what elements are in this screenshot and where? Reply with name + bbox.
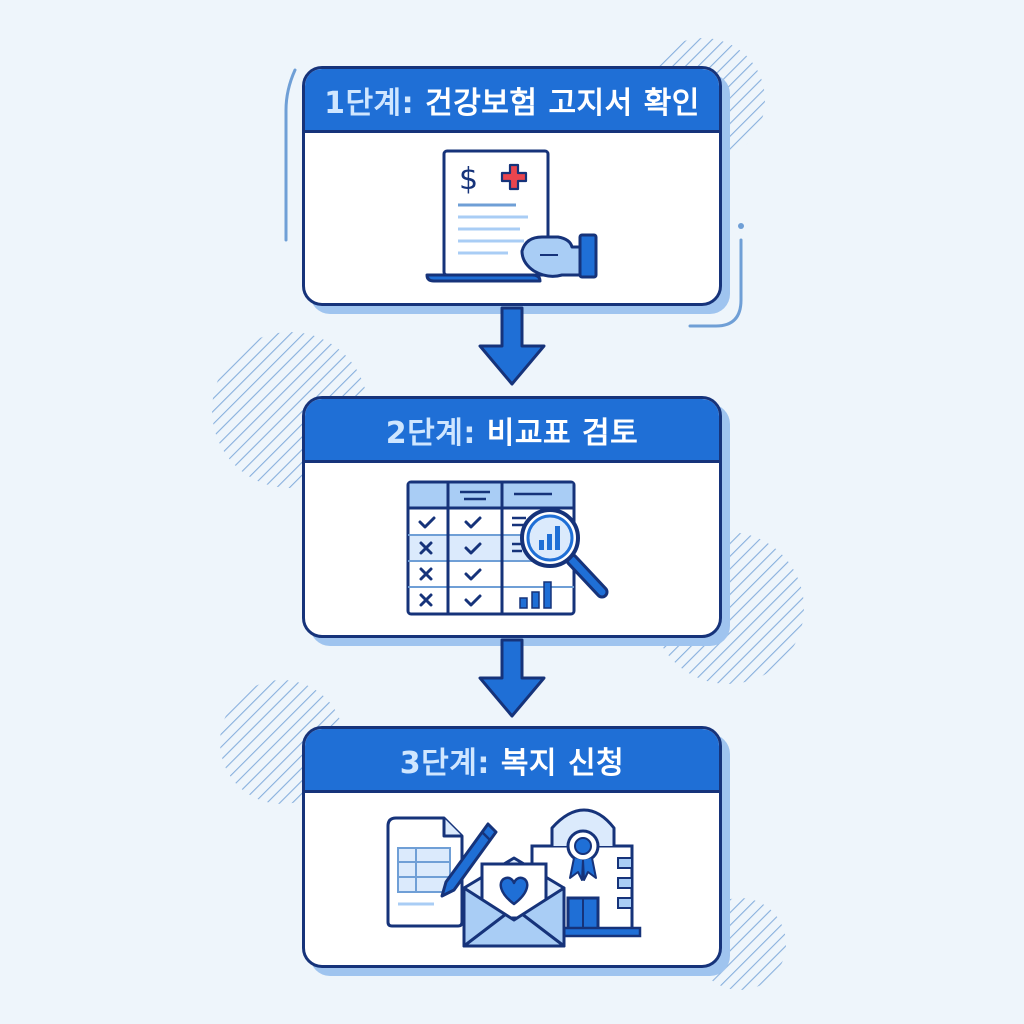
step-3-body — [305, 793, 719, 965]
decorative-dot — [738, 223, 744, 229]
step-2-header: 2단계: 비교표 검토 — [305, 399, 719, 463]
step-3-header: 3단계: 복지 신청 — [305, 729, 719, 793]
step-1-card: 1단계: 건강보험 고지서 확인 $ — [302, 66, 722, 306]
step-1-number: 1단계: — [324, 85, 415, 121]
step-2-number: 2단계: — [385, 415, 476, 451]
step-2-title: 비교표 검토 — [486, 415, 639, 451]
bill-with-hand-icon: $ — [425, 149, 598, 283]
step-1-body: $ — [305, 133, 719, 303]
arrow-down-icon-1 — [478, 306, 546, 386]
step-2-card: 2단계: 비교표 검토 — [302, 396, 722, 638]
step-3-number: 3단계: — [399, 745, 490, 781]
decorative-line-left — [284, 68, 297, 242]
arrow-down-icon-2 — [478, 638, 546, 718]
application-envelope-building-icon — [386, 808, 642, 948]
step-1-title: 건강보험 고지서 확인 — [425, 85, 700, 121]
decorative-corner-right — [688, 298, 743, 328]
comparison-table-magnifier-icon — [406, 480, 609, 616]
step-2-body — [305, 463, 719, 635]
step-3-card: 3단계: 복지 신청 — [302, 726, 722, 968]
step-3-title: 복지 신청 — [500, 745, 625, 781]
step-1-header: 1단계: 건강보험 고지서 확인 — [305, 69, 719, 133]
currency-symbol: $ — [459, 162, 478, 197]
